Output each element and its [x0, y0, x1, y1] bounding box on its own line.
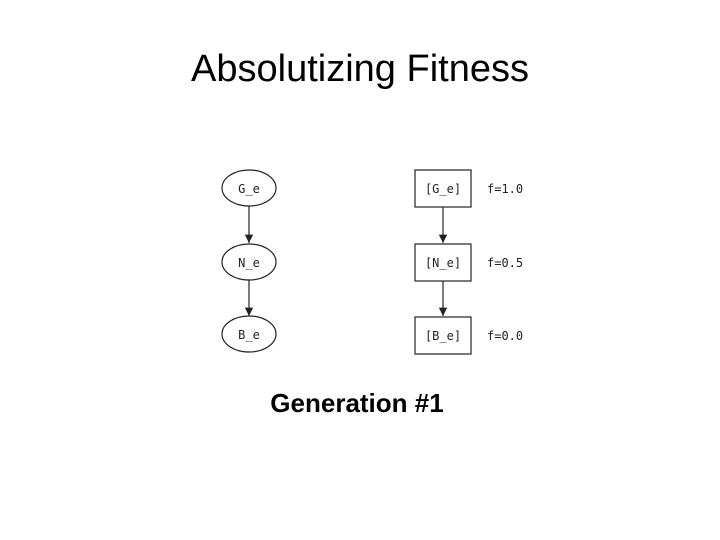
node-b-e-ellipse [221, 315, 277, 353]
node-n-e-box-label: [N_e] [425, 256, 461, 270]
fitness-label-g: f=1.0 [487, 182, 523, 196]
node-b-e-label: B_e [238, 328, 260, 342]
caption-text: Generation #1 [270, 388, 444, 418]
node-g-e-box-label: [G_e] [425, 182, 461, 196]
node-b-e-box-label: [B_e] [425, 329, 461, 343]
slide-caption: Generation #1 [0, 388, 720, 419]
fitness-label-b: f=0.0 [487, 329, 523, 343]
slide-title: Absolutizing Fitness [191, 48, 529, 90]
right-graph: [G_e] f=1.0 [N_e] f=0.5 [B_e] f=0.0 [414, 169, 523, 355]
fitness-label-n: f=0.5 [487, 256, 523, 270]
node-b-e-box [414, 316, 472, 355]
graph-diagram: G_e N_e B_e [G_e] f=1.0 [N_e] f=0.5 [B_e… [221, 169, 523, 355]
left-graph: G_e N_e B_e [221, 169, 277, 353]
node-n-e-label: N_e [238, 256, 260, 270]
node-g-e-label: G_e [238, 182, 260, 196]
